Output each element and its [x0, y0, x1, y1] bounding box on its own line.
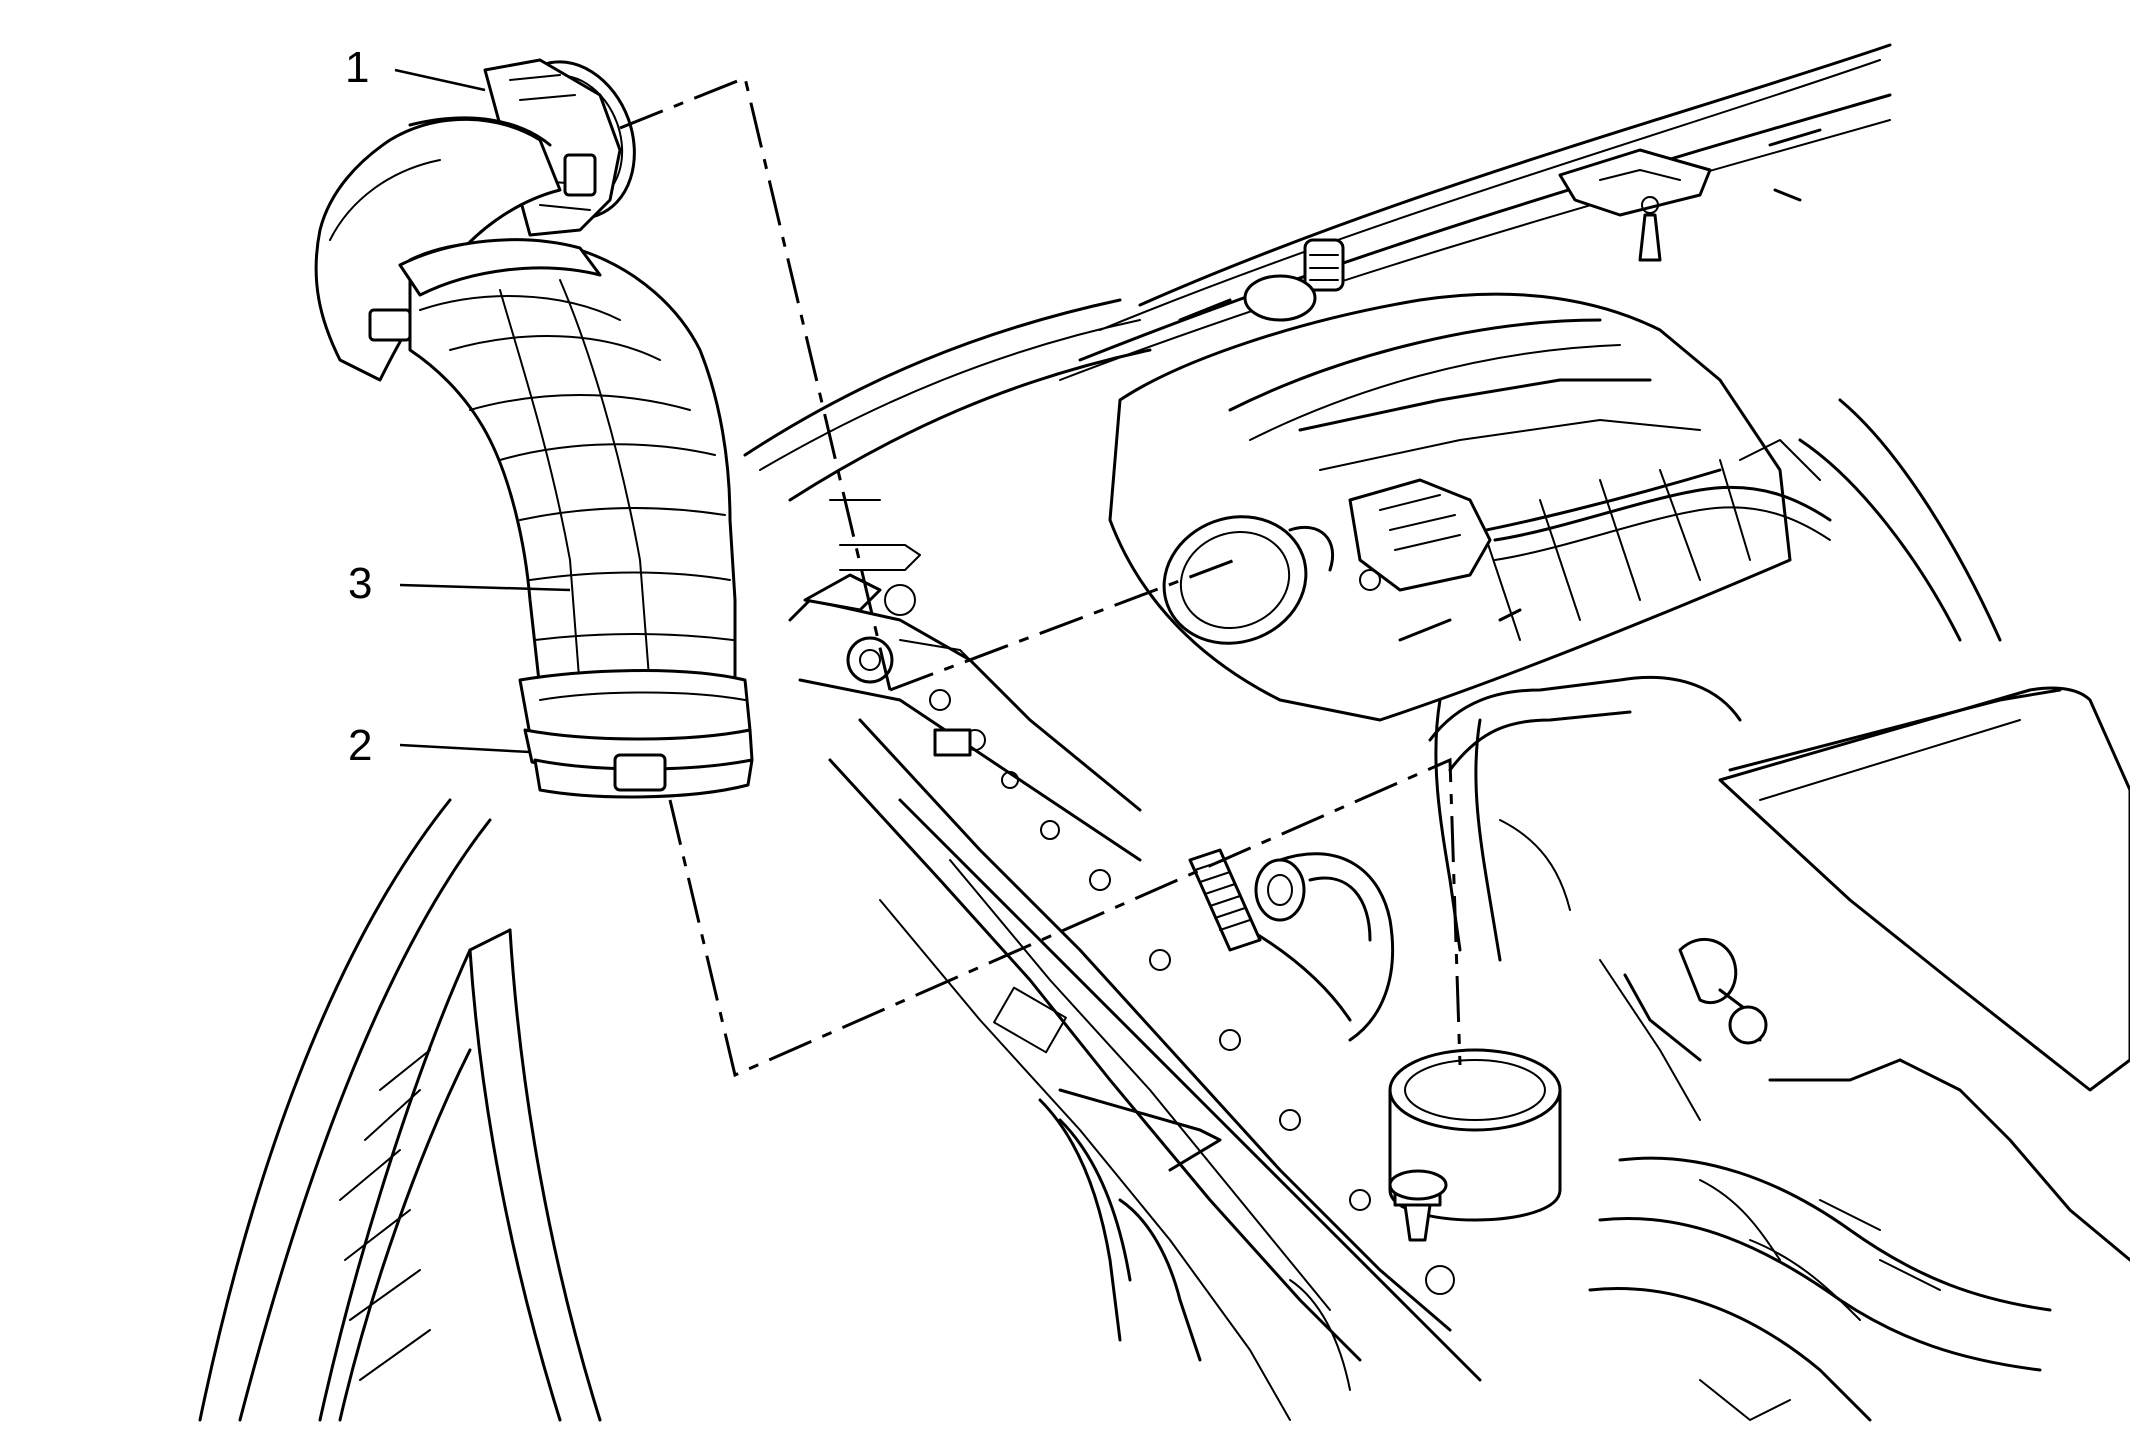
callout-2-label: 2 [348, 721, 372, 770]
push-pin-clip [1388, 1169, 1448, 1242]
dipstick-handle [1599, 937, 1768, 1121]
sensor-connector [1178, 238, 1345, 322]
callout-1: 1 [345, 43, 486, 92]
engine-cover [1718, 686, 2130, 1092]
intake-manifold [1588, 1058, 2130, 1422]
engine-bay-background [198, 43, 2130, 1422]
ribbed-hose [1188, 848, 1306, 952]
reservoir-cap [1388, 1048, 1562, 1222]
assembly-dash-lines [619, 75, 1462, 1078]
callout-2: 2 [348, 721, 531, 770]
callout-3-label: 3 [348, 559, 372, 608]
callout-3-leader [399, 583, 571, 592]
coolant-hoses [1188, 675, 1742, 1042]
radiator-support [788, 499, 1482, 1421]
callout-3: 3 [348, 559, 571, 608]
cowl-bracket [1558, 128, 1822, 262]
callout-2-leader [399, 743, 531, 754]
front-grille [198, 798, 602, 1422]
air-cleaner-housing [1108, 292, 1832, 722]
lower-clamp [518, 669, 754, 799]
callout-1-leader [394, 68, 486, 92]
air-intake-duct [314, 58, 754, 799]
callout-1-label: 1 [345, 43, 369, 92]
wiring-harness [1038, 1098, 1791, 1421]
